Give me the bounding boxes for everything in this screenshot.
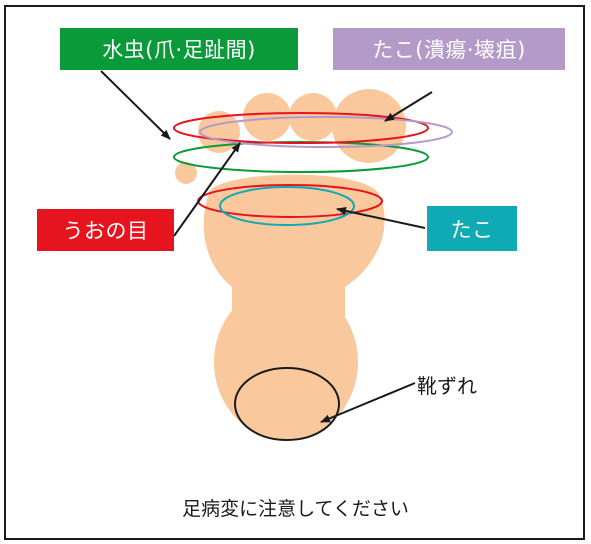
- label-tako-ulcer: たこ(潰瘍·壊疽): [333, 28, 565, 70]
- label-mizumushi: 水虫(爪·足趾間): [60, 28, 298, 70]
- mizumushi-ring-red: [173, 112, 429, 144]
- midfoot: [232, 265, 345, 325]
- arrow-mizumushi: [100, 70, 171, 140]
- label-uonome: うおの目: [37, 209, 174, 251]
- footer-caption: 足病変に注意してください: [182, 498, 409, 520]
- label-tako: たこ: [427, 206, 517, 251]
- tako-ring-purple: [199, 116, 453, 148]
- toe-third: [243, 93, 291, 141]
- arrow-tako: [336, 206, 426, 229]
- arrow-tako-ulcer: [384, 91, 433, 122]
- toe-big: [332, 89, 406, 163]
- forefoot: [203, 174, 385, 287]
- kutsuzure-ring: [234, 367, 340, 441]
- label-kutsuzure: 靴ずれ: [417, 374, 477, 398]
- arrow-kutsuzure: [320, 382, 416, 423]
- toe-small: [175, 162, 197, 184]
- tako-ring-cyan: [219, 186, 355, 226]
- arrow-uonome: [173, 142, 241, 237]
